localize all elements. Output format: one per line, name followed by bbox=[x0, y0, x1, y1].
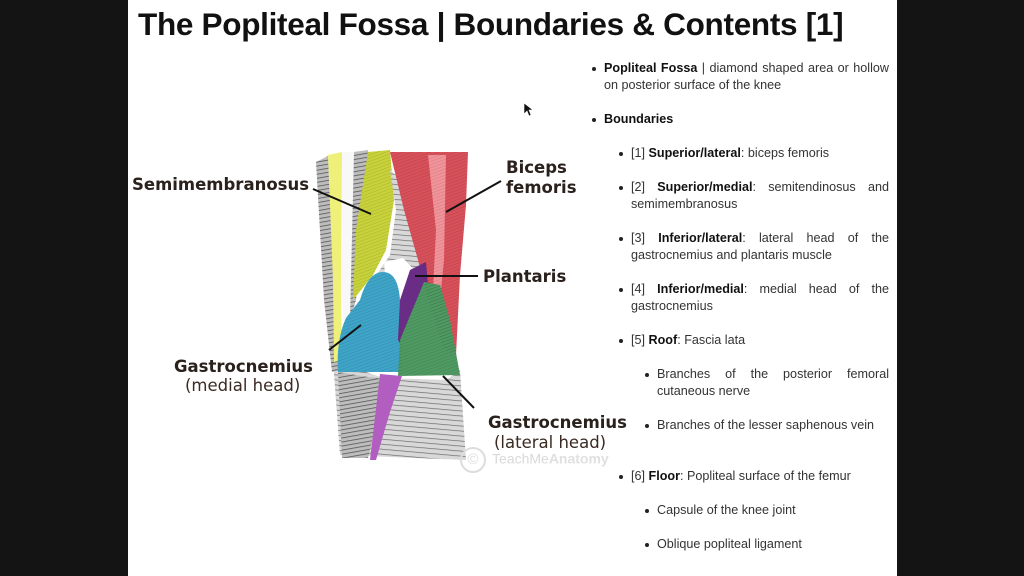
label-gastrocnemius-medial: Gastrocnemius bbox=[174, 357, 313, 376]
note-item: [3] Inferior/lateral: lateral head of th… bbox=[619, 230, 889, 264]
note-text: : biceps femoris bbox=[740, 146, 830, 160]
anatomy-drawing bbox=[312, 150, 502, 460]
bullet-icon bbox=[592, 118, 596, 122]
leg-lower-dark bbox=[338, 372, 386, 458]
plantaris-tendon bbox=[370, 374, 402, 460]
note-number: [4] bbox=[631, 282, 658, 296]
note-number: [2] bbox=[631, 180, 658, 194]
note-heading: Superior/lateral bbox=[648, 146, 741, 160]
note-text: : medial head of the gastrocnemius bbox=[631, 282, 889, 313]
note-text: : Popliteal surface of the femur bbox=[680, 469, 851, 483]
note-heading: Floor bbox=[648, 469, 680, 483]
note-heading: Roof bbox=[648, 333, 678, 347]
note-item: [2] Superior/medial: semitendinosus and … bbox=[619, 179, 889, 213]
note-text: Branches of the posterior femoral cutane… bbox=[657, 367, 889, 398]
label-biceps-femoris-line2: femoris bbox=[506, 178, 577, 197]
copyright-icon: © bbox=[460, 447, 486, 473]
label-biceps-femoris-line1: Biceps bbox=[506, 158, 567, 177]
bullet-icon bbox=[592, 67, 596, 71]
leader-gastro-medial bbox=[328, 324, 362, 351]
note-text: : lateral head of the gastrocnemius and … bbox=[631, 231, 889, 262]
note-item: [6] Floor: Popliteal surface of the femu… bbox=[619, 468, 889, 485]
label-plantaris: Plantaris bbox=[483, 267, 567, 286]
watermark-prefix: TeachMe bbox=[492, 450, 549, 467]
slide: The Popliteal Fossa | Boundaries & Conte… bbox=[128, 0, 897, 576]
note-item: Popliteal Fossa | diamond shaped area or… bbox=[592, 60, 889, 94]
leader-biceps bbox=[445, 180, 502, 213]
note-text: : Fascia lata bbox=[677, 333, 746, 347]
note-heading: Boundaries bbox=[604, 112, 674, 126]
label-gastrocnemius-medial-sub: (medial head) bbox=[185, 376, 301, 395]
note-heading: Inferior/lateral bbox=[658, 231, 743, 245]
bullet-icon bbox=[645, 424, 649, 428]
leader-semimembranosus bbox=[312, 188, 372, 215]
label-semimembranosus: Semimembranosus bbox=[132, 175, 310, 194]
bullet-icon bbox=[645, 373, 649, 377]
note-item: [5] Roof: Fascia lata bbox=[619, 332, 889, 349]
note-item: Oblique popliteal ligament bbox=[645, 536, 889, 553]
bullet-icon bbox=[619, 186, 623, 190]
note-number: [3] bbox=[631, 231, 659, 245]
bullet-icon bbox=[619, 339, 623, 343]
semitendinosus-muscle bbox=[328, 152, 342, 362]
note-item: Boundaries bbox=[592, 111, 889, 128]
note-text: Oblique popliteal ligament bbox=[657, 537, 802, 551]
watermark: © TeachMeAnatomy bbox=[460, 447, 609, 473]
popliteal-fossa-illustration: Semimembranosus Biceps femoris Plantaris… bbox=[128, 0, 627, 576]
note-number: [5] bbox=[631, 333, 649, 347]
slide-title: The Popliteal Fossa | Boundaries & Conte… bbox=[138, 6, 844, 42]
bullet-icon bbox=[619, 237, 623, 241]
note-heading: Inferior/medial bbox=[657, 282, 744, 296]
bullet-icon bbox=[645, 543, 649, 547]
bullet-icon bbox=[619, 152, 623, 156]
note-text: | diamond shaped area or hollow on poste… bbox=[604, 61, 889, 92]
note-item: [1] Superior/lateral: biceps femoris bbox=[619, 145, 889, 162]
label-gastrocnemius-lateral-sub: (lateral head) bbox=[494, 433, 607, 452]
note-text: : semitendinosus and semimembranosus bbox=[631, 180, 889, 211]
note-text: Capsule of the knee joint bbox=[657, 503, 796, 517]
bullet-icon bbox=[645, 509, 649, 513]
note-heading: Popliteal Fossa bbox=[604, 61, 698, 75]
note-text: Branches of the lesser saphenous vein bbox=[657, 418, 875, 432]
note-item: Branches of the posterior femoral cutane… bbox=[645, 366, 889, 400]
leader-gastro-lateral bbox=[442, 375, 475, 409]
note-number: [6] bbox=[631, 469, 649, 483]
note-number: [1] bbox=[631, 146, 649, 160]
bullet-icon bbox=[619, 475, 623, 479]
note-heading: Superior/medial bbox=[657, 180, 753, 194]
bullet-icon bbox=[619, 288, 623, 292]
note-item: Capsule of the knee joint bbox=[645, 502, 889, 519]
mouse-cursor-icon bbox=[524, 103, 534, 117]
note-item: Branches of the lesser saphenous vein bbox=[645, 417, 889, 434]
note-item: [4] Inferior/medial: medial head of the … bbox=[619, 281, 889, 315]
watermark-suffix: Anatomy bbox=[548, 450, 609, 467]
label-gastrocnemius-lateral: Gastrocnemius bbox=[488, 413, 627, 432]
